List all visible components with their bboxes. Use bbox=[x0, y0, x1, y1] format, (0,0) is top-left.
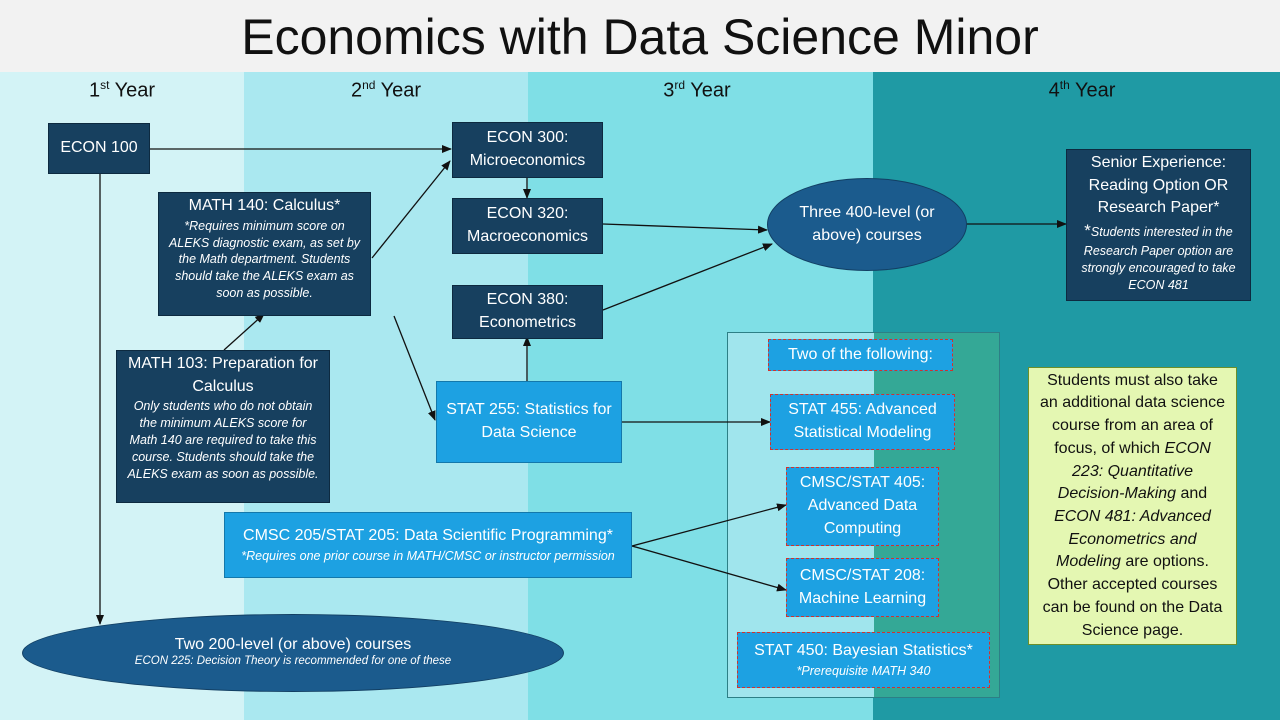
course-econ100: ECON 100 bbox=[48, 123, 150, 174]
elective-cmsc405: CMSC/STAT 405: Advanced Data Computing bbox=[786, 467, 939, 546]
additional-course-info: Students must also take an additional da… bbox=[1028, 367, 1237, 645]
elective-stat455: STAT 455: Advanced Statistical Modeling bbox=[770, 394, 955, 450]
elective-cmsc208: CMSC/STAT 208: Machine Learning bbox=[786, 558, 939, 617]
course-math103: MATH 103: Preparation for Calculus Only … bbox=[116, 350, 330, 503]
page-title: Economics with Data Science Minor bbox=[241, 9, 1039, 65]
year-1-header: 1st Year bbox=[88, 78, 156, 102]
arrow-math140-econ300 bbox=[371, 160, 451, 259]
arrow-math140-stat255 bbox=[393, 315, 436, 421]
year-3-header: 3rd Year bbox=[663, 78, 731, 102]
arrow-econ380-three400 bbox=[602, 243, 773, 311]
course-math140: MATH 140: Calculus* *Requires minimum sc… bbox=[158, 192, 371, 316]
electives-header: Two of the following: bbox=[768, 339, 953, 371]
arrow-cmsc205-cmsc208 bbox=[631, 545, 787, 592]
year-4-header: 4th Year bbox=[1048, 78, 1116, 102]
requirement-three-400-level: Three 400-level (or above) courses bbox=[767, 178, 967, 271]
senior-experience: Senior Experience: Reading Option OR Res… bbox=[1066, 149, 1251, 301]
course-econ320: ECON 320: Macroeconomics bbox=[452, 198, 603, 254]
requirement-two-200-level: Two 200-level (or above) courses ECON 22… bbox=[22, 614, 564, 692]
course-cmsc205: CMSC 205/STAT 205: Data Scientific Progr… bbox=[224, 512, 632, 578]
course-stat255: STAT 255: Statistics for Data Science bbox=[436, 381, 622, 463]
course-econ300: ECON 300: Microeconomics bbox=[452, 122, 603, 178]
arrow-cmsc205-cmsc405 bbox=[631, 503, 787, 547]
title-bar: Economics with Data Science Minor bbox=[0, 0, 1280, 72]
arrow-econ320-three400 bbox=[602, 223, 768, 234]
year-2-header: 2nd Year bbox=[350, 78, 422, 102]
elective-stat450: STAT 450: Bayesian Statistics* *Prerequi… bbox=[737, 632, 990, 688]
arrow-math103-math140 bbox=[223, 313, 265, 351]
course-econ380: ECON 380: Econometrics bbox=[452, 285, 603, 339]
